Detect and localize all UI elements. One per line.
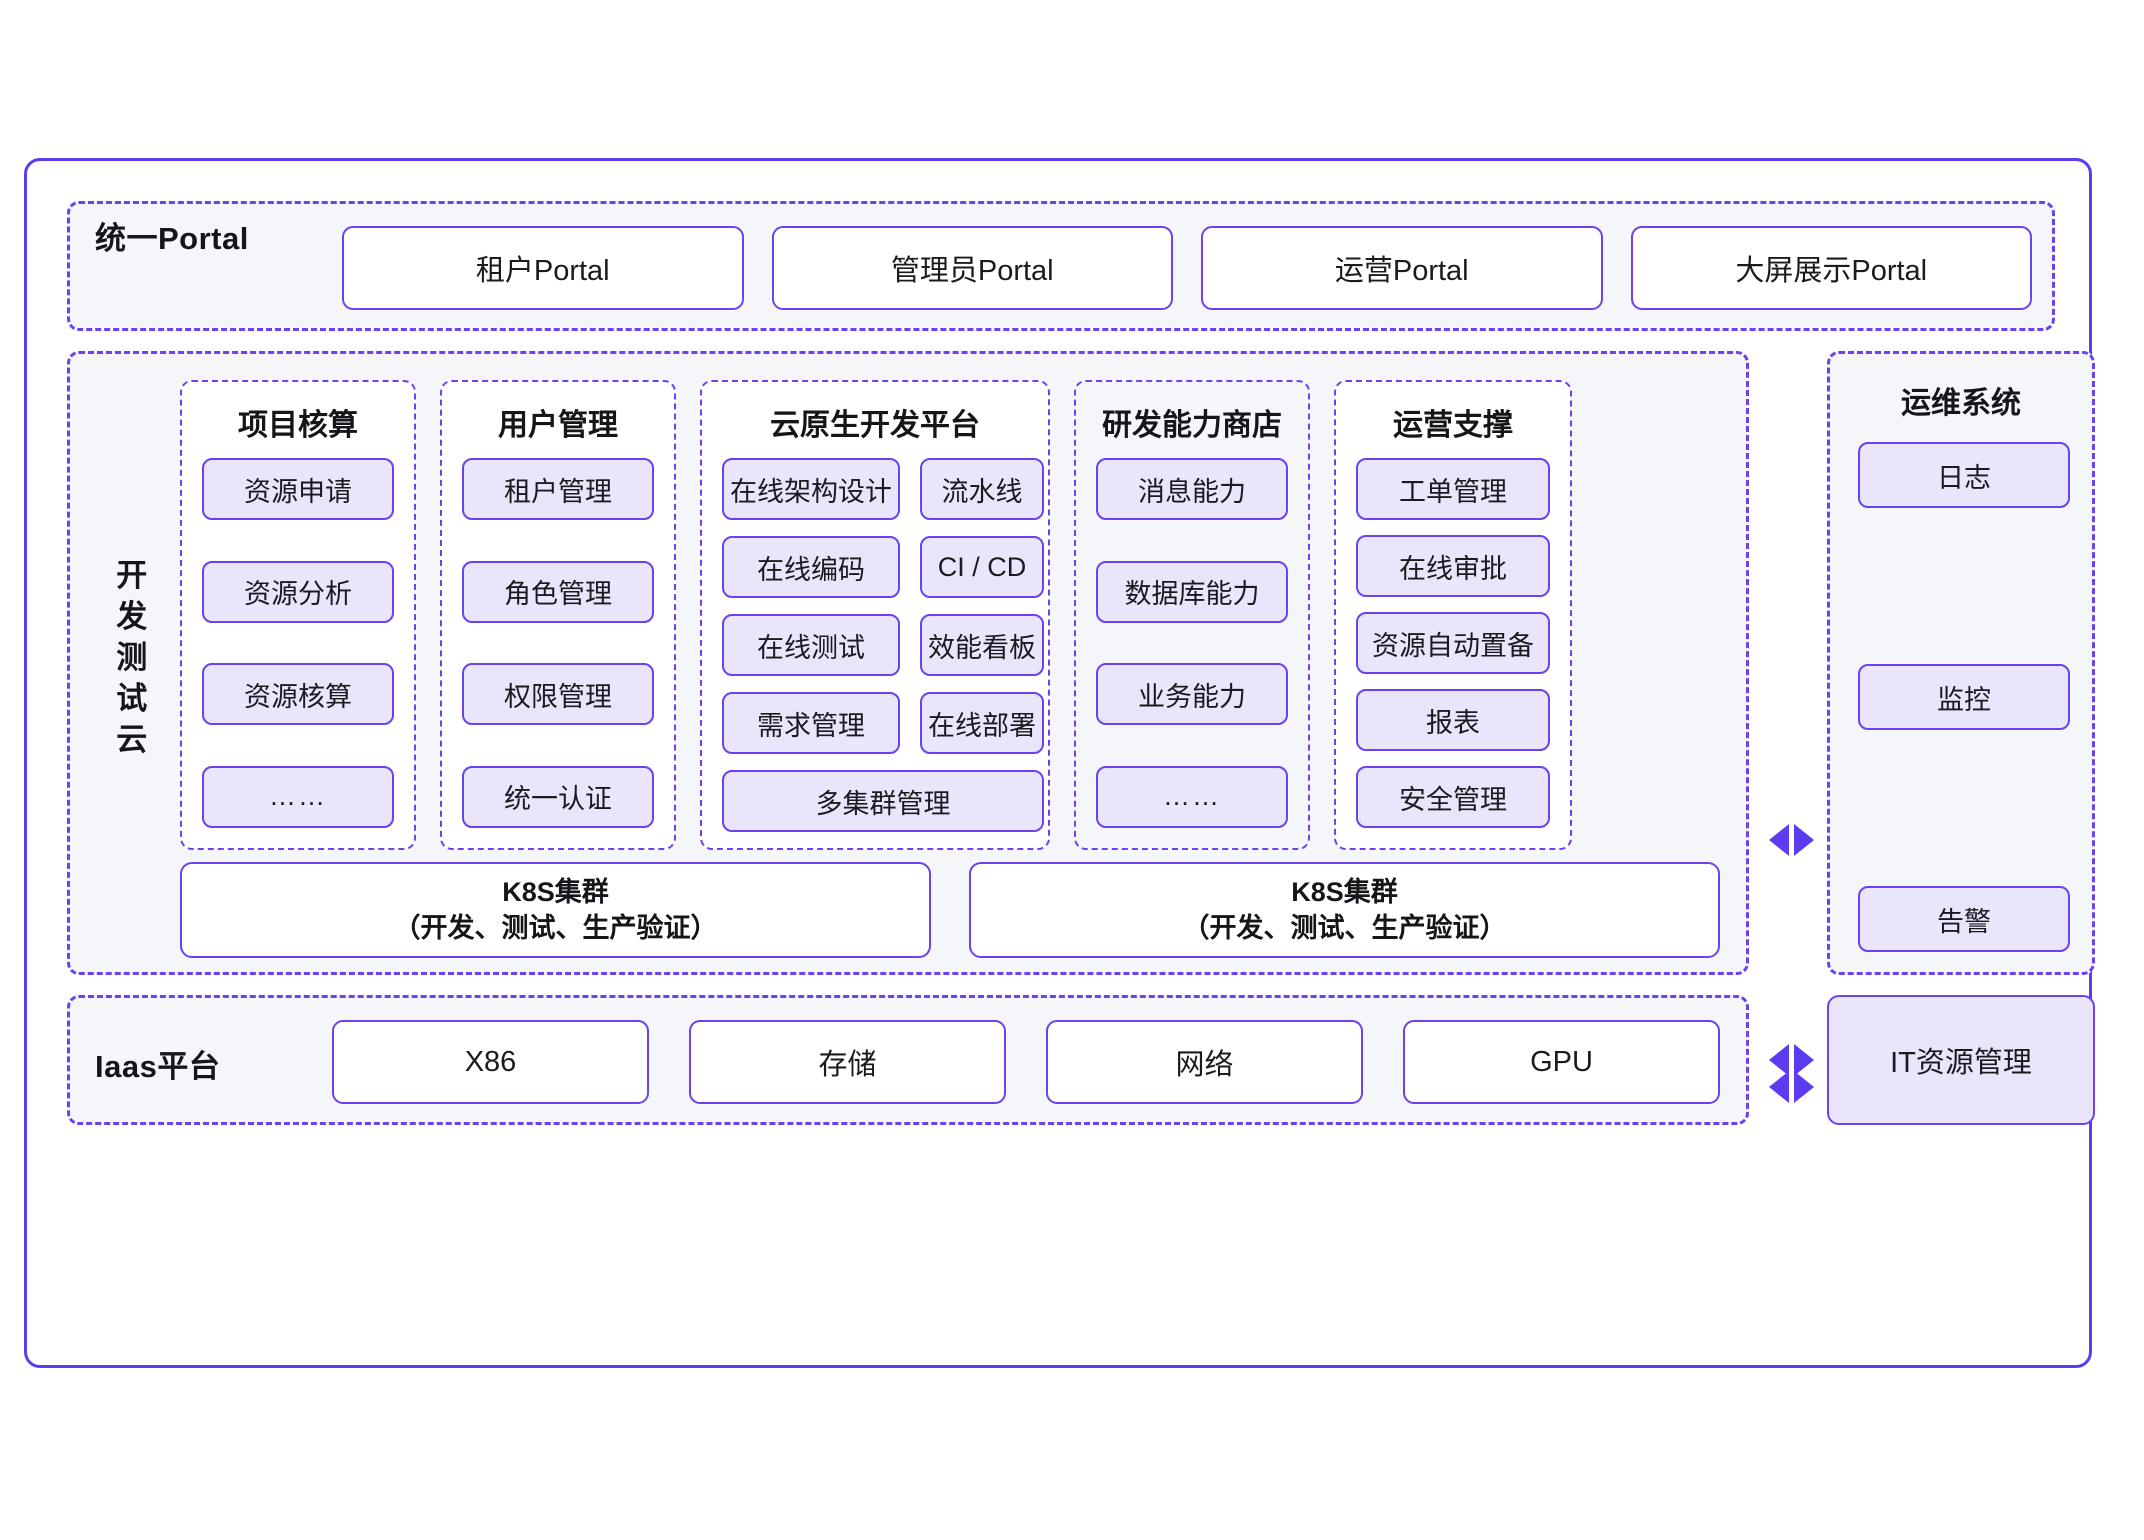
- k8s-cluster-subtitle: （开发、测试、生产验证）: [393, 913, 718, 943]
- capability-chip[interactable]: 资源自动置备: [1356, 612, 1550, 674]
- portal-section-label: 统一Portal: [95, 221, 249, 256]
- capability-column: 研发能力商店消息能力数据库能力业务能力 ……: [1074, 380, 1310, 850]
- ops-item-chip[interactable]: 告警: [1858, 886, 2070, 952]
- capability-chip[interactable]: 资源分析: [202, 560, 394, 623]
- iaas-section-label: Iaas平台: [95, 1049, 221, 1084]
- capability-column-title: 项目核算: [238, 409, 358, 442]
- ops-system-section: 运维系统 日志监控告警: [1827, 351, 2095, 975]
- k8s-cluster-subtitle: （开发、测试、生产验证）: [1182, 913, 1507, 943]
- portal-chip[interactable]: 大屏展示Portal: [1630, 226, 2032, 310]
- arrow-left-icon: [1769, 1071, 1789, 1103]
- capability-chip[interactable]: 在线部署: [920, 692, 1044, 754]
- capability-chip[interactable]: ……: [1096, 765, 1288, 828]
- capability-chip[interactable]: 资源申请: [202, 458, 394, 520]
- capability-column: 项目核算资源申请资源分析资源核算 ……: [180, 380, 416, 850]
- capability-chip[interactable]: 角色管理: [462, 560, 654, 623]
- portal-section: 租户Portal 管理员Portal 运营Portal 大屏展示Portal: [67, 201, 2055, 331]
- capability-chip[interactable]: 需求管理: [722, 692, 900, 754]
- capability-chip-list: 消息能力数据库能力业务能力 ……: [1096, 458, 1288, 828]
- capability-chip[interactable]: 统一认证: [462, 765, 654, 828]
- capability-column-list: 项目核算资源申请资源分析资源核算……用户管理租户管理角色管理权限管理统一认证云原…: [180, 380, 1720, 850]
- capability-chip[interactable]: 流水线: [920, 458, 1044, 520]
- capability-chip-list: 工单管理在线审批资源自动置备报表安全管理: [1356, 458, 1550, 828]
- dev-test-cloud-section: 项目核算资源申请资源分析资源核算……用户管理租户管理角色管理权限管理统一认证云原…: [67, 351, 1749, 975]
- capability-column-title: 运营支撑: [1393, 409, 1513, 442]
- capability-chip[interactable]: 多集群管理: [722, 770, 1044, 832]
- it-resource-management-box[interactable]: IT资源管理: [1827, 995, 2095, 1125]
- portal-chip[interactable]: 管理员Portal: [771, 226, 1173, 310]
- capability-column-title: 云原生开发平台: [770, 409, 980, 442]
- k8s-cluster-box[interactable]: K8S集群 （开发、测试、生产验证）: [180, 862, 931, 958]
- capability-chip[interactable]: 安全管理: [1356, 766, 1550, 828]
- capability-column-title: 用户管理: [498, 409, 618, 442]
- ops-item-list: 日志监控告警: [1858, 442, 2070, 952]
- portal-chip[interactable]: 运营Portal: [1201, 226, 1603, 310]
- portal-chip-list: 租户Portal 管理员Portal 运营Portal 大屏展示Portal: [342, 226, 2032, 310]
- capability-chip-list: 在线架构设计流水线在线编码 CI / CD 在线测试效能看板需求管理在线部署多集群管…: [722, 458, 1044, 832]
- ops-item-chip[interactable]: 监控: [1858, 664, 2070, 730]
- capability-column: 云原生开发平台在线架构设计流水线在线编码 CI / CD 在线测试效能看板需求管理在…: [700, 380, 1050, 850]
- k8s-cluster-title: K8S集群: [502, 876, 609, 907]
- capability-chip-list: 资源申请资源分析资源核算 ……: [202, 458, 394, 828]
- iaas-chip[interactable]: 存储: [689, 1020, 1006, 1104]
- iaas-section: X86 存储网络 GPU: [67, 995, 1749, 1125]
- arrow-left-icon: [1769, 824, 1789, 856]
- arrow-right-icon: [1794, 1071, 1814, 1103]
- k8s-cluster-row: K8S集群 （开发、测试、生产验证） K8S集群 （开发、测试、生产验证）: [180, 862, 1720, 958]
- capability-column: 运营支撑工单管理在线审批资源自动置备报表安全管理: [1334, 380, 1572, 850]
- capability-chip[interactable]: CI / CD: [920, 536, 1044, 598]
- capability-chip[interactable]: 效能看板: [920, 614, 1044, 676]
- capability-chip[interactable]: 租户管理: [462, 458, 654, 520]
- capability-chip[interactable]: 在线架构设计: [722, 458, 900, 520]
- bidirectional-arrow-icon-ops-bottom: [1769, 1071, 1814, 1103]
- ops-system-title: 运维系统: [1901, 387, 2021, 420]
- capability-chip[interactable]: ……: [202, 765, 394, 828]
- dev-test-cloud-label: 开发测试云: [116, 558, 148, 757]
- ops-item-chip[interactable]: 日志: [1858, 442, 2070, 508]
- arrow-right-icon: [1794, 824, 1814, 856]
- bidirectional-arrow-icon-ops-top: [1769, 824, 1814, 856]
- iaas-chip[interactable]: 网络: [1046, 1020, 1363, 1104]
- capability-chip[interactable]: 工单管理: [1356, 458, 1550, 520]
- iaas-chip[interactable]: GPU: [1403, 1020, 1720, 1104]
- capability-chip-list: 租户管理角色管理权限管理统一认证: [462, 458, 654, 828]
- capability-chip[interactable]: 在线编码: [722, 536, 900, 598]
- capability-chip[interactable]: 在线审批: [1356, 535, 1550, 597]
- capability-chip[interactable]: 报表: [1356, 689, 1550, 751]
- bidirectional-arrow-icon-iaas: [1769, 1044, 1814, 1076]
- capability-chip[interactable]: 资源核算: [202, 663, 394, 726]
- architecture-outer-frame: 租户Portal 管理员Portal 运营Portal 大屏展示Portal 统一Po…: [24, 158, 2095, 1368]
- capability-chip[interactable]: 权限管理: [462, 663, 654, 726]
- capability-chip[interactable]: 业务能力: [1096, 663, 1288, 726]
- capability-chip[interactable]: 数据库能力: [1096, 560, 1288, 623]
- arrow-right-icon: [1794, 1044, 1814, 1076]
- arrow-left-icon: [1769, 1044, 1789, 1076]
- portal-chip[interactable]: 租户Portal: [342, 226, 744, 310]
- iaas-chip-list: X86 存储网络 GPU: [332, 1020, 1720, 1104]
- capability-column-title: 研发能力商店: [1102, 409, 1282, 442]
- capability-chip[interactable]: 消息能力: [1096, 458, 1288, 520]
- iaas-chip[interactable]: X86: [332, 1020, 649, 1104]
- capability-chip[interactable]: 在线测试: [722, 614, 900, 676]
- k8s-cluster-title: K8S集群: [1291, 876, 1398, 907]
- capability-column: 用户管理租户管理角色管理权限管理统一认证: [440, 380, 676, 850]
- k8s-cluster-box[interactable]: K8S集群 （开发、测试、生产验证）: [969, 862, 1720, 958]
